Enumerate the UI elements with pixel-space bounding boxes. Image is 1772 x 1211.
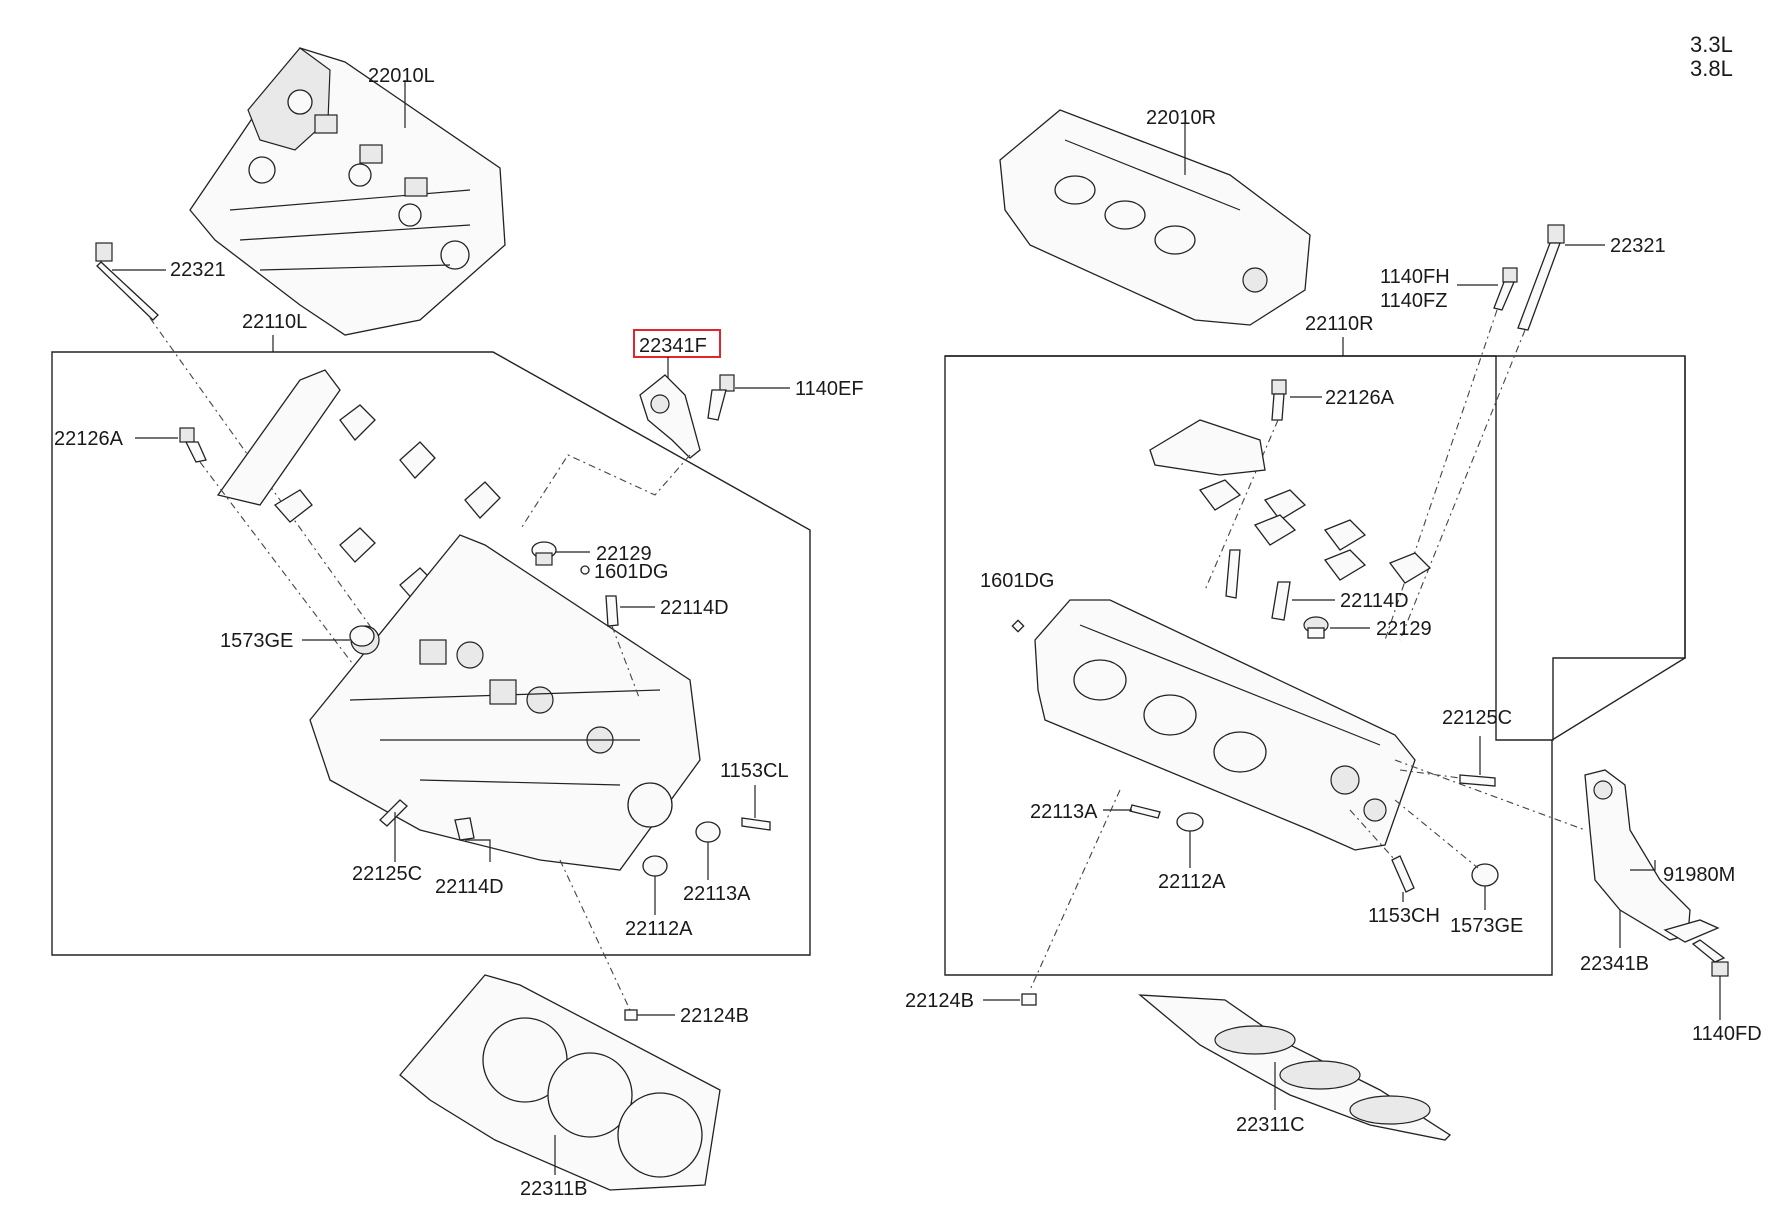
right-seal-b[interactable] (1176, 812, 1204, 832)
label-right-seal-a: 22113A (1030, 801, 1098, 823)
left-plug[interactable] (531, 541, 557, 566)
right-seal-a[interactable] (1129, 804, 1161, 819)
left-bracket-bolt[interactable] (707, 374, 735, 421)
left-seal-a[interactable] (695, 821, 721, 843)
label-left-seal-a: 22113A (683, 883, 751, 905)
left-assembly-boundary (51, 351, 811, 956)
label-left-bracket-bolt: 1140EF (795, 378, 864, 400)
right-bracket-bolt[interactable] (1691, 939, 1729, 977)
right-dowel-pin[interactable] (1021, 993, 1037, 1006)
right-assembly-boundary (945, 355, 1686, 741)
right-cylinder-head-assembly[interactable] (1034, 599, 1416, 851)
label-right-head: 22010R (1146, 107, 1216, 129)
label-right-cap-bolt: 22126A (1325, 387, 1395, 409)
label-right-guide: 22114D (1340, 590, 1409, 612)
left-bracket-part[interactable] (639, 374, 701, 459)
left-seal-b[interactable] (642, 855, 668, 877)
label-left-bolt: 22321 (170, 259, 226, 281)
label-right-bracket-bolt: 1140FD (1692, 1023, 1762, 1045)
label-right-cap-plug: 1573GE (1450, 915, 1523, 937)
left-stud-right[interactable] (741, 817, 771, 831)
right-stud-upper[interactable] (1459, 774, 1496, 787)
label-left-seal-b: 22112A (625, 918, 693, 940)
left-small-plug[interactable] (580, 565, 590, 575)
label-left-gasket: 22311B (520, 1178, 587, 1200)
label-left-stud-right: 1153CL (720, 760, 789, 782)
label-left-guide-lower: 22114D (435, 876, 504, 898)
right-bracket[interactable] (1584, 769, 1720, 943)
left-dowel-pin[interactable] (624, 1009, 638, 1021)
right-cylinder-head-part[interactable] (999, 109, 1311, 326)
label-right-pin: 22124B (905, 990, 974, 1012)
right-valve-guide-2[interactable] (1225, 549, 1241, 599)
right-bolt-1140fh[interactable] (1493, 267, 1518, 311)
right-small-plug[interactable] (1011, 619, 1025, 633)
label-left-stud: 22125C (352, 863, 422, 885)
label-right-plug: 22129 (1376, 618, 1432, 640)
label-right-small-plug: 1601DG (980, 570, 1055, 592)
label-right-bracket-m: 91980M (1663, 864, 1735, 886)
right-head-gasket[interactable] (1138, 994, 1452, 1141)
label-left-cap-plug: 1573GE (220, 630, 293, 652)
highlight-box (633, 329, 721, 358)
label-left-small-plug: 1601DG (594, 561, 669, 583)
left-head-gasket[interactable] (399, 974, 721, 1191)
right-valve-guide[interactable] (1271, 581, 1291, 621)
label-left-head: 22010L (368, 65, 435, 87)
left-valve-guide-upper[interactable] (605, 595, 619, 627)
right-stud-lower[interactable] (1391, 855, 1415, 893)
right-head-bolt[interactable] (1517, 224, 1565, 331)
left-cylinder-head-assembly[interactable] (309, 534, 701, 871)
label-right-bolt: 22321 (1610, 235, 1666, 257)
left-cap-plug[interactable] (349, 625, 375, 647)
label-right-bolt2-b: 1140FZ (1380, 290, 1447, 312)
left-cap-bolt[interactable] (179, 427, 207, 463)
label-right-bracket-b: 22341B (1580, 953, 1649, 975)
label-right-stud-lower: 1153CH (1368, 905, 1440, 927)
label-left-plug: 22129 (596, 543, 652, 565)
left-stud[interactable] (379, 799, 408, 827)
right-cap-plug[interactable] (1471, 863, 1499, 887)
label-left-assembly: 22110L (242, 311, 307, 333)
label-right-gasket: 22311C (1236, 1114, 1305, 1136)
label-left-bracket[interactable]: 22341F (639, 335, 707, 357)
label-left-cap-bolt: 22126A (54, 428, 124, 450)
label-right-assembly: 22110R (1305, 313, 1374, 335)
label-right-bolt2-a: 1140FH (1380, 266, 1450, 288)
right-camshaft-caps[interactable] (1149, 419, 1432, 584)
left-valve-guide-lower[interactable] (454, 817, 475, 841)
label-right-seal-b: 22112A (1158, 871, 1226, 893)
label-left-guide-upper: 22114D (660, 597, 729, 619)
engine-spec-33: 3.3L (1690, 32, 1733, 57)
left-cylinder-head-part[interactable] (189, 47, 506, 336)
right-plug[interactable] (1303, 616, 1329, 639)
label-left-pin: 22124B (680, 1005, 749, 1027)
left-head-bolt[interactable] (95, 242, 159, 321)
label-right-stud-upper: 22125C (1442, 707, 1512, 729)
right-cap-bolt[interactable] (1271, 379, 1287, 421)
engine-spec-38: 3.8L (1690, 56, 1733, 81)
right-assembly-boundary-full (944, 355, 1686, 976)
